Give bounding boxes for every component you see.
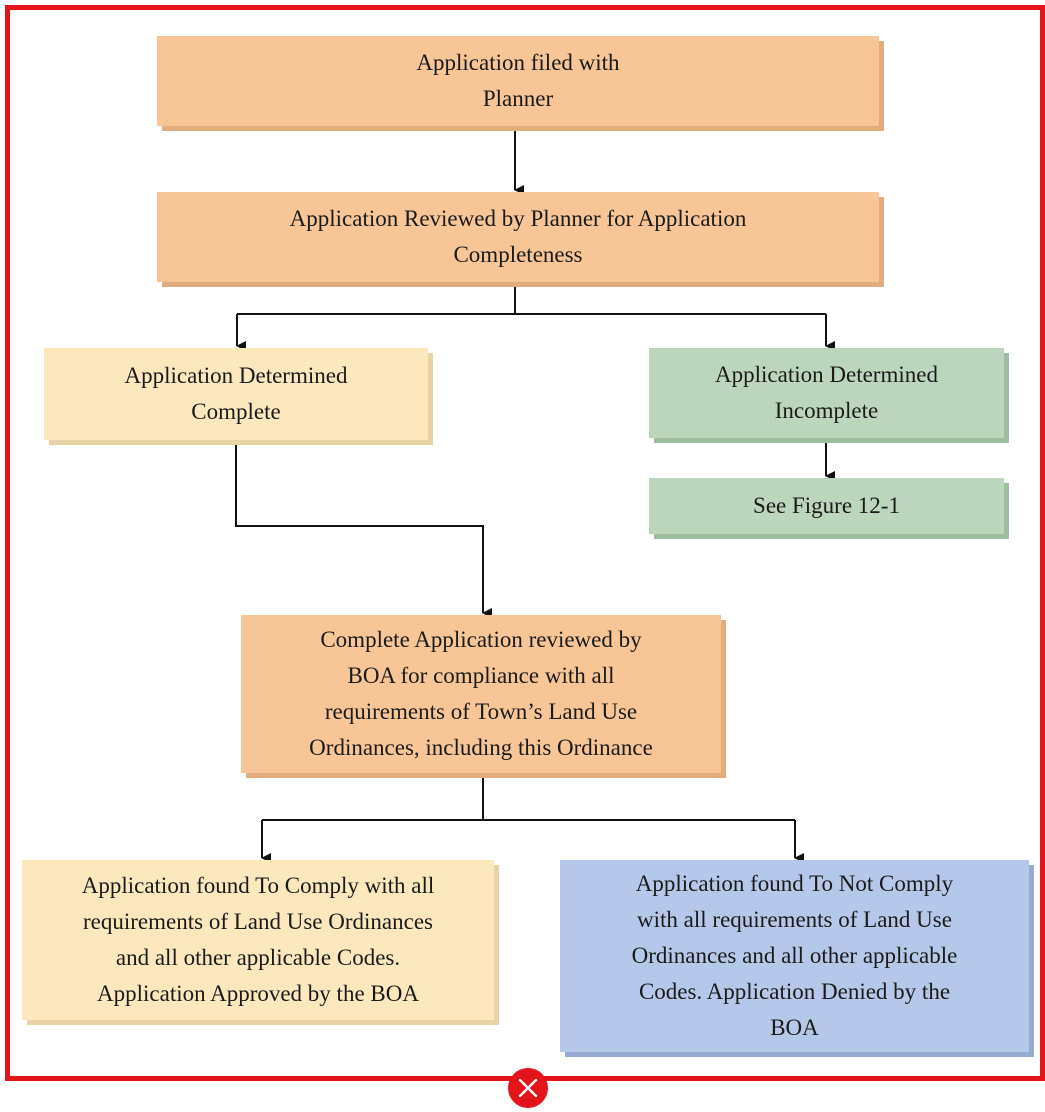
node-see-figure: See Figure 12-1 <box>649 478 1004 534</box>
node-approved: Application found To Comply with all req… <box>22 860 494 1020</box>
node-denied: Application found To Not Comply with all… <box>560 860 1029 1052</box>
node-determined-complete: Application Determined Complete <box>44 348 428 440</box>
node-application-filed: Application filed with Planner <box>157 36 879 126</box>
connector-boa-split <box>262 776 795 821</box>
connector-reviewed-split <box>237 282 826 315</box>
node-application-reviewed: Application Reviewed by Planner for Appl… <box>157 192 879 282</box>
close-icon <box>518 1078 538 1098</box>
diagram-frame-right-edge <box>1040 5 1045 1081</box>
node-determined-incomplete: Application Determined Incomplete <box>649 348 1004 438</box>
close-button[interactable] <box>508 1068 548 1108</box>
arrow-complete-to-boa-review <box>235 442 492 618</box>
node-boa-review: Complete Application reviewed by BOA for… <box>241 615 721 773</box>
